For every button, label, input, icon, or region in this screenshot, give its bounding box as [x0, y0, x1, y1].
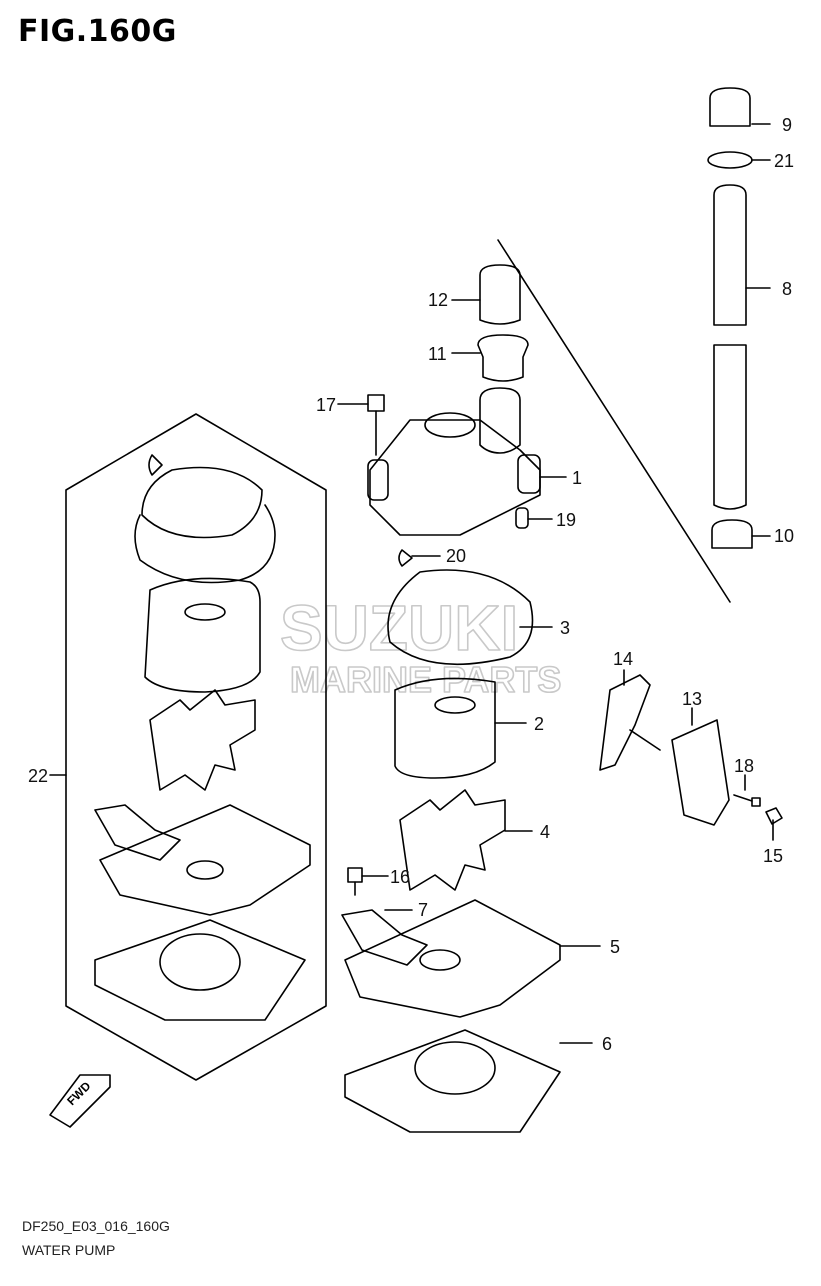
part-gasket-3	[387, 569, 534, 666]
part-bolt-16	[347, 867, 363, 896]
callout-16: 16	[390, 867, 410, 887]
kit-contents	[94, 454, 311, 1021]
fwd-arrow-icon: FWD	[49, 1074, 111, 1128]
callout-7: 7	[418, 900, 428, 920]
callout-15: 15	[763, 846, 783, 866]
callout-9: 9	[782, 115, 792, 135]
part-gasket-6	[344, 1029, 561, 1133]
callout-12: 12	[428, 290, 448, 310]
part-housing	[367, 387, 541, 536]
kit-outline	[65, 413, 327, 1081]
callout-11: 11	[428, 344, 447, 364]
leader-lines	[49, 123, 774, 1044]
watermark-brand: SUZUKI	[280, 592, 518, 664]
part-sleeve-12	[479, 264, 521, 325]
part-seal-11	[477, 334, 529, 382]
part-plate-14	[599, 674, 661, 771]
callout-2: 2	[534, 714, 544, 734]
callout-22: 22	[28, 766, 48, 786]
callout-6: 6	[602, 1034, 612, 1054]
part-screen-13	[671, 719, 730, 826]
callout-8: 8	[782, 279, 792, 299]
callout-13: 13	[682, 689, 702, 709]
callout-19: 19	[556, 510, 576, 530]
callout-18: 18	[734, 756, 754, 776]
figure-title: FIG.160G	[18, 14, 177, 49]
part-screw-18	[733, 794, 761, 807]
callout-4: 4	[540, 822, 550, 842]
callout-10: 10	[774, 526, 794, 546]
part-cup-2	[394, 677, 496, 779]
part-bolt-17	[367, 394, 385, 456]
guide-line	[497, 239, 731, 603]
part-plate-5	[344, 899, 561, 1018]
callout-14: 14	[613, 649, 633, 669]
part-impeller-4	[399, 789, 506, 891]
callout-1: 1	[572, 468, 582, 488]
callout-17: 17	[316, 395, 336, 415]
part-nut-15	[765, 807, 783, 825]
callouts: 9 21 8 12 11 17 1 19 20 10 3 2 4 16 7 5 …	[28, 115, 794, 1054]
watermark: SUZUKI MARINE PARTS	[279, 591, 562, 701]
callout-20: 20	[446, 546, 466, 566]
part-plate-7	[341, 909, 428, 966]
part-tube	[707, 87, 753, 549]
callout-3: 3	[560, 618, 570, 638]
callout-21: 21	[774, 151, 794, 171]
part-pin-19	[515, 507, 529, 529]
section-name: WATER PUMP	[22, 1242, 116, 1258]
watermark-subtitle: MARINE PARTS	[290, 659, 561, 700]
part-key-20	[398, 549, 413, 567]
model-code: DF250_E03_016_160G	[22, 1218, 170, 1234]
callout-5: 5	[610, 937, 620, 957]
